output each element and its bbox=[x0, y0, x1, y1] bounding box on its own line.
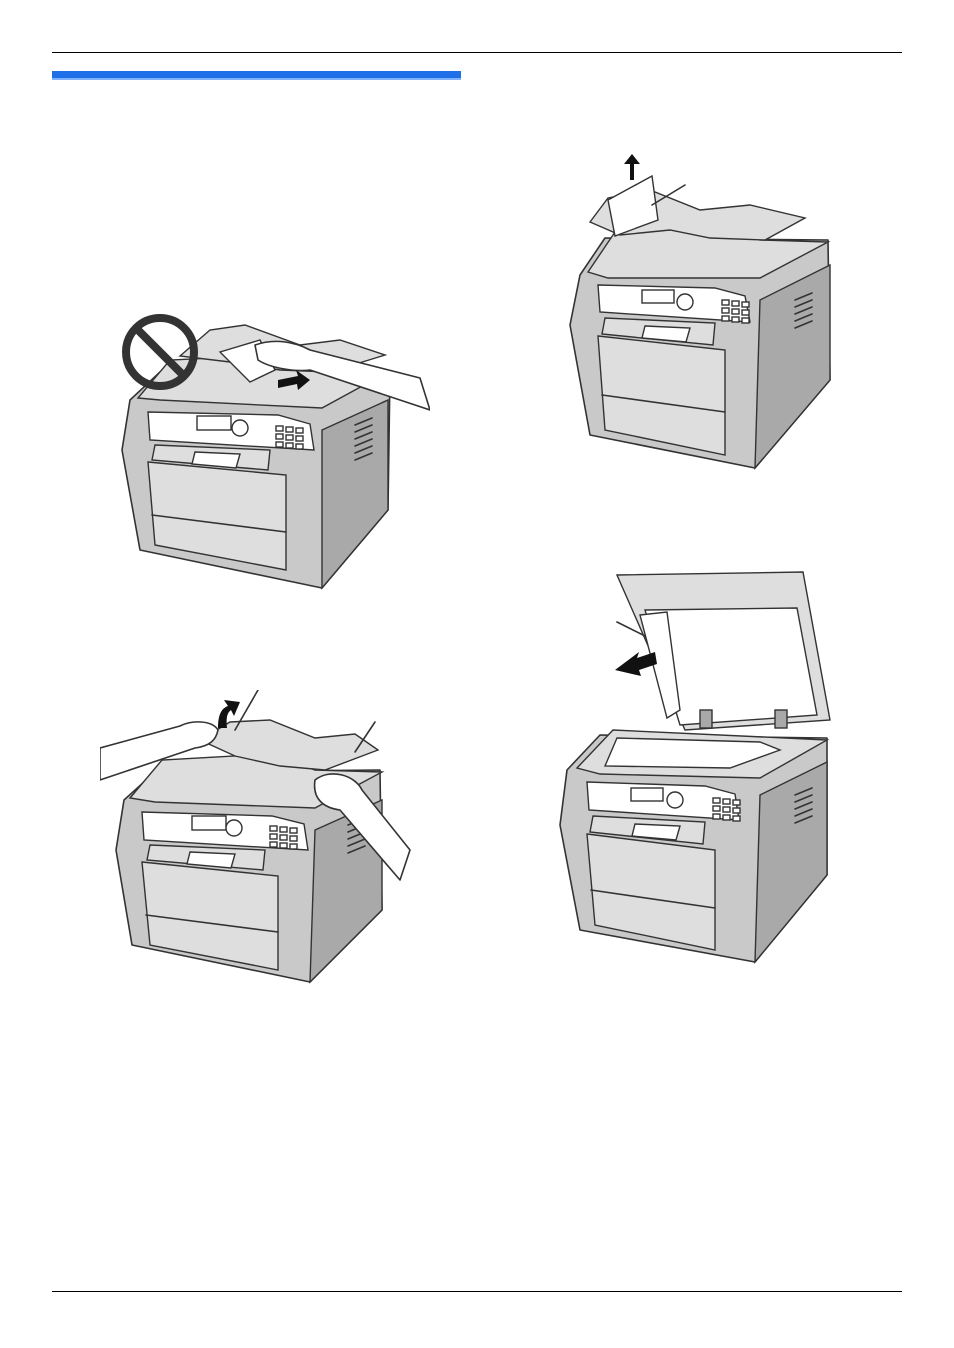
section-heading-bar bbox=[52, 71, 461, 80]
arrow-up-icon bbox=[624, 154, 640, 180]
arrow-left-icon bbox=[615, 652, 657, 676]
figure-remove-paper-feeder bbox=[560, 150, 840, 470]
footer-rule bbox=[52, 1291, 902, 1292]
figure-lift-cover bbox=[100, 690, 430, 990]
header-rule bbox=[52, 52, 902, 53]
figure-remove-paper-glass bbox=[555, 570, 835, 965]
figure-do-not-pull-paper bbox=[100, 300, 430, 595]
